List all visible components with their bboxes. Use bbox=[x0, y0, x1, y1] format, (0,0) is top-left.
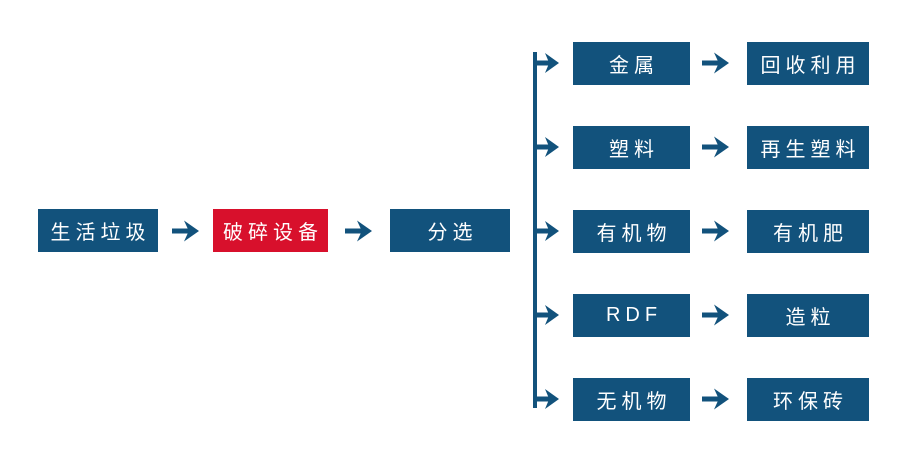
branch-trunk-line bbox=[533, 52, 537, 408]
branch-row: 金属 回收利用 bbox=[0, 42, 900, 85]
arrow-right-icon bbox=[702, 304, 729, 326]
arrow-right-icon bbox=[702, 220, 729, 242]
branch-row: 无机物 环保砖 bbox=[0, 378, 900, 421]
branch-arrow-icon bbox=[536, 137, 559, 157]
node-result: 造粒 bbox=[747, 294, 869, 337]
branch-row: 塑料 再生塑料 bbox=[0, 126, 900, 169]
branch-arrow-icon bbox=[536, 305, 559, 325]
node-result: 有机肥 bbox=[747, 210, 869, 253]
arrow-right-icon bbox=[702, 52, 729, 74]
branch-arrow-icon bbox=[536, 53, 559, 73]
arrow-right-icon bbox=[702, 388, 729, 410]
arrow-right-icon bbox=[345, 220, 372, 242]
node-crusher: 破碎设备 bbox=[213, 209, 328, 252]
node-result: 再生塑料 bbox=[747, 126, 869, 169]
branch-arrow-icon bbox=[536, 221, 559, 241]
arrow-right-icon bbox=[702, 136, 729, 158]
node-category: 金属 bbox=[573, 42, 690, 85]
node-sorting: 分选 bbox=[390, 209, 510, 252]
node-category: 无机物 bbox=[573, 378, 690, 421]
node-result: 回收利用 bbox=[747, 42, 869, 85]
branch-row: 有机物 有机肥 bbox=[0, 210, 900, 253]
node-result: 环保砖 bbox=[747, 378, 869, 421]
node-category: 有机物 bbox=[573, 210, 690, 253]
branch-row: RDF 造粒 bbox=[0, 294, 900, 337]
branch-arrow-icon bbox=[536, 389, 559, 409]
node-source: 生活垃圾 bbox=[38, 209, 158, 252]
node-category: RDF bbox=[573, 294, 690, 337]
node-category: 塑料 bbox=[573, 126, 690, 169]
arrow-right-icon bbox=[172, 220, 199, 242]
